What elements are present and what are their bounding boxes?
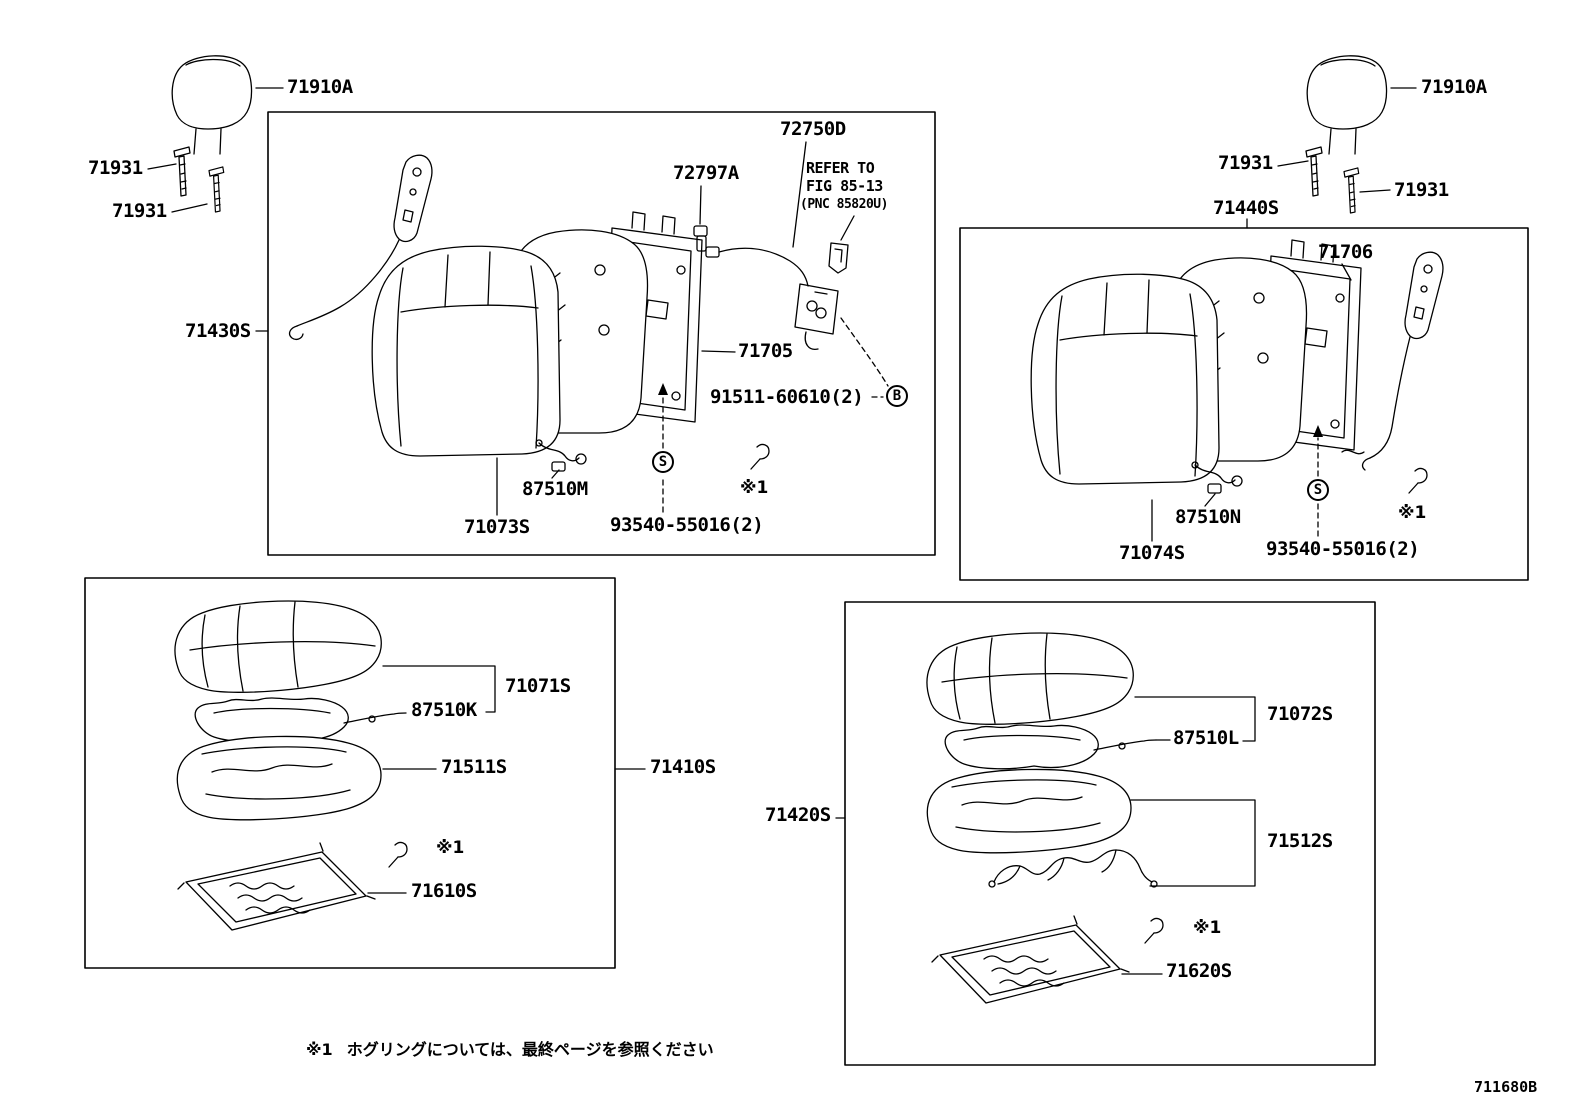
part-number-seatback-heater-left: 87510M: [522, 478, 588, 500]
cable-drawing: [705, 246, 839, 350]
part-number-headrest-right: 71910A: [1421, 76, 1487, 98]
part-number-hog-ring-left: 93540-55016(2): [610, 514, 764, 536]
part-number-cushion-cover-right: 71072S: [1267, 703, 1333, 725]
diagram-code: 711680B: [1474, 1078, 1538, 1096]
part-number-cushion-pad-left: 71511S: [441, 756, 507, 778]
part-number-cushion-assembly-left: 71410S: [650, 756, 716, 778]
cushion-heater-drawing-right: [944, 724, 1157, 770]
part-number-lock-cable: 72750D: [780, 118, 846, 140]
part-number-pin-lower-right: 71931: [1394, 179, 1449, 201]
arrowheads: [658, 383, 1323, 437]
footnote-marker: ※1: [306, 1040, 333, 1059]
seatback-stack-left: [371, 211, 703, 457]
part-number-seatback-pad-left: 71073S: [464, 516, 530, 538]
part-number-spring-frame-right: 71620S: [1166, 960, 1232, 982]
note-ref-seatback-right: ※1: [1398, 503, 1427, 523]
note-ref-cushion-right: ※1: [1193, 918, 1222, 938]
refer-note-line3: (PNC 85820U): [800, 197, 888, 212]
stopper-drawing: [693, 225, 708, 252]
wire-harness-drawing: [988, 849, 1158, 888]
callout-circle-s-left: S: [652, 451, 674, 473]
cushion-cover-drawing-right: [926, 632, 1134, 725]
cushion-cover-drawing-left: [174, 600, 382, 693]
footnote-text: ホグリングについては、最終ページを参照ください: [346, 1040, 714, 1059]
refer-note-line1: REFER TO: [806, 159, 875, 177]
part-number-cushion-cover-left: 71071S: [505, 675, 571, 697]
part-number-seatback-assembly-left: 71430S: [185, 320, 251, 342]
part-number-cushion-heater-left: 87510K: [411, 699, 477, 721]
note-ref-seatback-left: ※1: [740, 478, 769, 498]
refer-note-line2: FIG 85-13: [806, 177, 883, 195]
part-number-cushion-heater-right: 87510L: [1173, 727, 1239, 749]
part-number-cushion-assembly-right: 71420S: [765, 804, 831, 826]
cushion-pad-drawing-left: [176, 735, 382, 821]
belt-guide-drawing-left: [288, 154, 433, 341]
clip-drawing: [828, 242, 849, 274]
note-ref-cushion-left: ※1: [436, 838, 465, 858]
part-number-seatback-heater-right: 87510N: [1175, 506, 1241, 528]
part-number-seatback-pad-right: 71074S: [1119, 542, 1185, 564]
part-number-bolt: 91511-60610(2): [710, 386, 864, 408]
headrest-pin-drawings: [173, 146, 1360, 214]
cushion-heater-drawing-left: [194, 697, 407, 743]
part-number-seatback-assembly-right: 71440S: [1213, 197, 1279, 219]
part-number-pin-upper-left: 71931: [88, 157, 143, 179]
belt-guide-drawing-right: [1341, 251, 1444, 471]
part-number-pin-upper-right: 71931: [1218, 152, 1273, 174]
part-number-spring-frame-left: 71610S: [411, 880, 477, 902]
part-number-headrest-left: 71910A: [287, 76, 353, 98]
headrest-drawing-right: [1306, 55, 1388, 155]
cushion-pad-drawing-right: [926, 768, 1132, 854]
part-number-pin-lower-left: 71931: [112, 200, 167, 222]
part-number-cushion-pad-right: 71512S: [1267, 830, 1333, 852]
part-number-stopper: 72797A: [673, 162, 739, 184]
spring-frame-drawing-left: [177, 842, 376, 931]
headrest-drawing-left: [171, 55, 253, 155]
part-number-board-left: 71705: [738, 340, 793, 362]
footnote: ※1 ホグリングについては、最終ページを参照ください: [306, 1042, 714, 1058]
dashed-links: [662, 317, 1319, 537]
part-number-board-right: 71706: [1318, 241, 1373, 263]
spring-frame-drawing-right: [931, 915, 1130, 1004]
section-boxes: [84, 111, 1529, 1066]
callout-circle-b: B: [886, 385, 908, 407]
callout-circle-s-right: S: [1307, 479, 1329, 501]
seatback-stack-right: [1030, 239, 1362, 485]
part-number-hog-ring-right: 93540-55016(2): [1266, 538, 1420, 560]
leader-lines: [147, 87, 1417, 975]
